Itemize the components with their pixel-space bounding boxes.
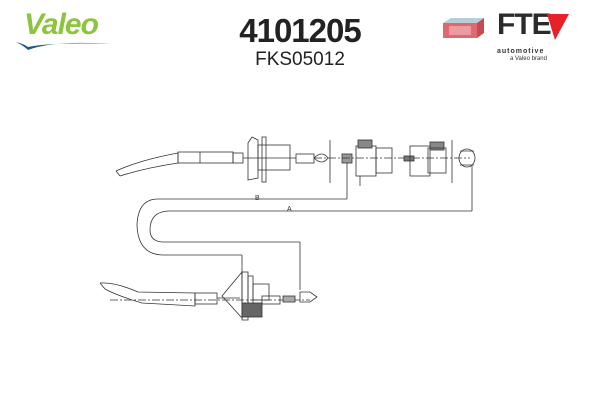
upper-cable-sheath (115, 151, 315, 177)
lower-cable (99, 282, 310, 307)
dimension-label-a: A (287, 206, 292, 213)
reference-number: FKS05012 (255, 49, 345, 70)
lower-fitting (221, 270, 318, 321)
valeo-swoosh-icon (16, 42, 110, 50)
upper-fitting-1 (243, 136, 296, 183)
valeo-logo: Valeo (14, 8, 114, 52)
upper-fitting-3 (409, 140, 476, 183)
dimension-label-b: B (255, 195, 260, 202)
fte-tagline: automotive (497, 48, 545, 55)
valeo-logo-text: Valeo (24, 8, 99, 41)
adjuster-nut (403, 155, 415, 162)
upper-fitting-2 (355, 139, 393, 186)
part-number: 4101205 (239, 12, 361, 49)
fte-red-slash-icon (547, 14, 569, 40)
dimension-lines (136, 163, 473, 290)
fte-logo-text: FTE (497, 8, 552, 41)
upper-washer (313, 140, 353, 183)
fte-brand-note: a Valeo brand (510, 56, 547, 62)
product-box-icon (443, 18, 484, 38)
